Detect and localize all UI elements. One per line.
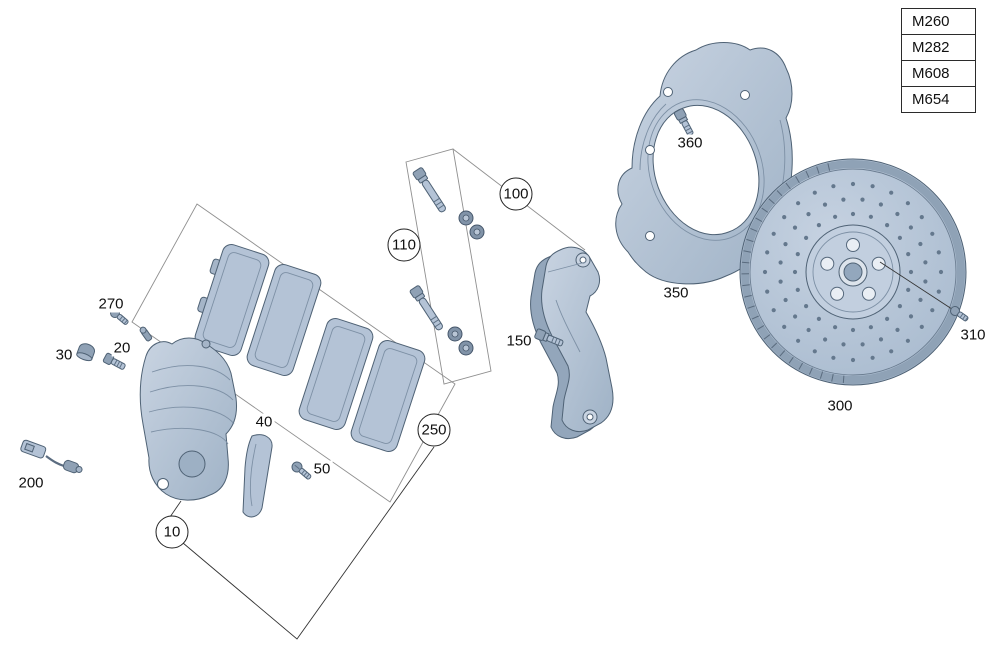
- callout-disc-set-screw[interactable]: 310: [958, 326, 988, 344]
- engine-code-row: M608: [902, 61, 975, 87]
- engine-code-table: M260 M282 M608 M654: [901, 8, 976, 113]
- caliper-carrier-drawing: [530, 246, 614, 440]
- brake-disc-drawing: [739, 158, 967, 386]
- disc-screw-drawing: [950, 306, 969, 322]
- guide-bolt-drawing: [102, 352, 126, 370]
- retainer-screw-drawing: [291, 461, 312, 480]
- engine-code-row: M654: [912, 91, 950, 108]
- disc-vent-ticks: [741, 163, 845, 384]
- dust-cap-drawing: [76, 343, 95, 362]
- shield-hole: [740, 90, 750, 100]
- callout-caliper-assembly[interactable]: 10: [155, 515, 189, 549]
- callout-brake-disc[interactable]: 300: [825, 397, 855, 415]
- guide-bushing-upper-drawing: [458, 210, 485, 240]
- brake-pad-1-drawing: [194, 244, 270, 356]
- callout-guide-pin-kit[interactable]: 110: [387, 228, 421, 262]
- callout-splash-shield[interactable]: 350: [661, 284, 691, 302]
- leader-10-caliper: [169, 500, 182, 518]
- shield-hole: [663, 87, 673, 97]
- disc-lug-holes: [820, 238, 886, 301]
- brake-pad-4-drawing: [350, 340, 426, 452]
- disc-drill-holes: [762, 181, 944, 363]
- engine-code-row: M282: [902, 35, 975, 61]
- pin-group-box: [405, 148, 492, 385]
- pad-retainer-plate-drawing: [242, 434, 273, 518]
- shield-bolt-drawing: [673, 108, 694, 136]
- carrier-bolt-drawing: [534, 328, 564, 347]
- caliper-lug-hole: [157, 478, 169, 490]
- callout-brake-pad-set[interactable]: 250: [417, 413, 451, 447]
- shield-hole: [645, 231, 655, 241]
- callout-retainer-screw[interactable]: 50: [311, 460, 333, 478]
- wear-sensor-drawing: [20, 439, 83, 474]
- guide-bushing-lower-drawing: [447, 326, 474, 356]
- callout-shield-bolt[interactable]: 360: [675, 134, 705, 152]
- brake-pad-3-drawing: [298, 318, 374, 430]
- callout-carrier-bolt[interactable]: 150: [504, 332, 534, 350]
- brake-caliper-drawing: [139, 326, 237, 501]
- callout-guide-bolt[interactable]: 20: [111, 339, 133, 357]
- callout-bleeder-screw[interactable]: 270: [96, 295, 126, 313]
- callout-caliper-carrier-kit[interactable]: 100: [499, 177, 533, 211]
- caliper-piston: [178, 450, 206, 478]
- callout-dust-cap[interactable]: 30: [53, 346, 75, 364]
- guide-pin-lower-drawing: [409, 285, 443, 331]
- pad-group-box: [131, 203, 456, 503]
- leader-10-250: [182, 446, 435, 640]
- callout-pad-retainer-plate[interactable]: 40: [253, 413, 275, 431]
- shield-hole: [645, 145, 655, 155]
- callout-wear-sensor[interactable]: 200: [16, 474, 46, 492]
- guide-pin-upper-drawing: [412, 167, 446, 213]
- brake-pad-2-drawing: [246, 264, 322, 376]
- leader-310: [879, 261, 959, 314]
- engine-code-row: M260: [902, 9, 975, 35]
- caliper-bleeder-drawing: [139, 326, 153, 342]
